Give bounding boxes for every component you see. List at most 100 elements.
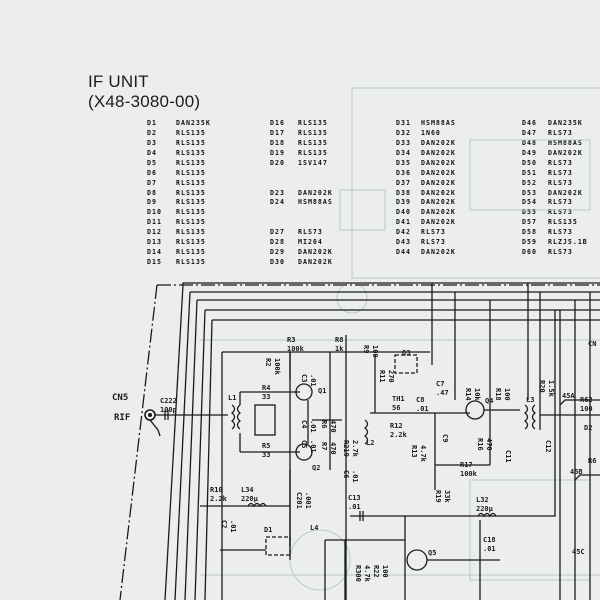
label-r300-value: 4.7k: [363, 565, 371, 583]
connector-cn-right-label: CN: [588, 340, 596, 348]
diode-ref: D14: [147, 248, 162, 257]
diode-part-number: RLS135: [176, 228, 206, 237]
label-c7-value: .47: [436, 389, 449, 397]
diode-part-number: RLS73: [548, 178, 573, 187]
label-r219: R219: [342, 440, 350, 457]
label-r3: R3: [287, 336, 295, 344]
diode-part-number: RLS135: [176, 258, 206, 267]
connector-rif-label: RIF: [114, 413, 130, 423]
diode-ref: D60: [522, 248, 537, 257]
diode-ref: D2: [147, 128, 157, 137]
diode-ref: D40: [396, 208, 411, 217]
diode-ref: D4: [147, 148, 157, 157]
label-r18-value: 100: [503, 388, 511, 401]
diode-ref: D5: [147, 158, 157, 167]
diode-ref: D51: [522, 168, 537, 177]
diode-part-number: DAN235K: [176, 119, 211, 127]
label-c8: C8: [416, 396, 424, 404]
label-r6-value: 470: [329, 420, 337, 433]
diode-ref: D47: [522, 128, 537, 137]
diode-part-number: RLS135: [298, 138, 328, 147]
label-r7-value: 470: [329, 442, 337, 455]
label-c5: C5: [300, 440, 308, 448]
diode-part-number: RLS73: [421, 238, 446, 247]
label-l34-value: 220µ: [241, 495, 259, 503]
diode-ref: D44: [396, 248, 411, 257]
diode-ref: D46: [522, 119, 537, 127]
label-r11: R11: [378, 370, 386, 383]
diode-ref: D23: [270, 188, 285, 197]
label-r62-value: 100: [580, 405, 593, 413]
label-r9-value: 100: [371, 345, 379, 358]
diode-ref: D58: [522, 228, 537, 237]
label-r8: R8: [335, 336, 343, 344]
label-l1: L1: [228, 394, 236, 402]
diode-part-number: RLZJ5.1B: [548, 238, 588, 247]
diode-part-number: MI204: [298, 238, 323, 247]
label-c11: C11: [504, 450, 512, 463]
diode-ref: D9: [147, 198, 157, 207]
diode-ref: D48: [522, 138, 537, 147]
label-r10: R10: [210, 486, 223, 494]
diode-part-number: RLS135: [298, 128, 328, 137]
diode-ref: D17: [270, 128, 285, 137]
diode-part-number: RLS73: [421, 228, 446, 237]
diode-ref: D7: [147, 178, 157, 187]
label-r16-value: 470: [485, 438, 493, 451]
diode-ref: D31: [396, 119, 411, 127]
diode-part-number: DAN235K: [548, 119, 583, 127]
diode-ref: D15: [147, 258, 162, 267]
label-r19: R19: [434, 490, 442, 503]
label-r13: R13: [410, 445, 418, 458]
label-r14: R14: [464, 388, 472, 401]
diode-part-number: RLS135: [176, 238, 206, 247]
diode-part-number: DAN202K: [421, 218, 456, 227]
label-l32: L32: [476, 496, 489, 504]
label-q4: Q4: [485, 397, 493, 405]
label-c201-value: .001: [304, 492, 312, 509]
label-c9: C9: [441, 434, 449, 442]
diode-ref: D29: [270, 248, 285, 257]
diode-ref: D12: [147, 228, 162, 237]
diode-ref: D34: [396, 148, 411, 157]
diode-part-number: DAN202K: [421, 148, 456, 157]
label-r17-value: 100k: [460, 470, 478, 478]
diode-ref: D3: [147, 138, 157, 147]
diode-ref: D27: [270, 228, 285, 237]
label-r5: R5: [262, 442, 270, 450]
diode-ref: D42: [396, 228, 411, 237]
label-c2: C2: [220, 520, 228, 528]
label-n45b: 45B: [570, 468, 583, 476]
label-r62: R62: [580, 396, 593, 404]
label-r4-value: 33: [262, 393, 270, 401]
diode-part-number: RLS73: [548, 128, 573, 137]
label-q3: Q3: [402, 349, 410, 357]
label-c201: C201: [295, 492, 303, 509]
label-q5: Q5: [428, 549, 436, 557]
label-d2: D2: [584, 424, 592, 432]
label-c222-value: 100p: [160, 406, 177, 414]
label-c12: C12: [544, 440, 552, 453]
diode-part-number: 1SV147: [298, 158, 328, 167]
diode-ref: D28: [270, 238, 285, 247]
label-n45c: 45C: [572, 548, 585, 556]
diode-ref: D33: [396, 138, 411, 147]
label-r20-value: 1.5k: [547, 380, 555, 398]
diode-part-number: RLS73: [548, 158, 573, 167]
diode-ref: D19: [270, 148, 285, 157]
label-r3-value: 100k: [287, 345, 305, 353]
diode-part-number: DAN202K: [421, 178, 456, 187]
diode-ref: D57: [522, 218, 537, 227]
diode-ref: D6: [147, 168, 157, 177]
label-n45a: 45A: [562, 392, 575, 400]
label-r14-value: 10k: [473, 388, 481, 401]
diode-part-number: RLS135: [176, 178, 206, 187]
diode-part-number: RLS135: [298, 119, 328, 127]
diode-part-number: RLS135: [176, 138, 206, 147]
label-l34: L34: [241, 486, 254, 494]
diode-part-number: HSM88AS: [548, 138, 583, 147]
diode-part-number: RLS73: [548, 168, 573, 177]
